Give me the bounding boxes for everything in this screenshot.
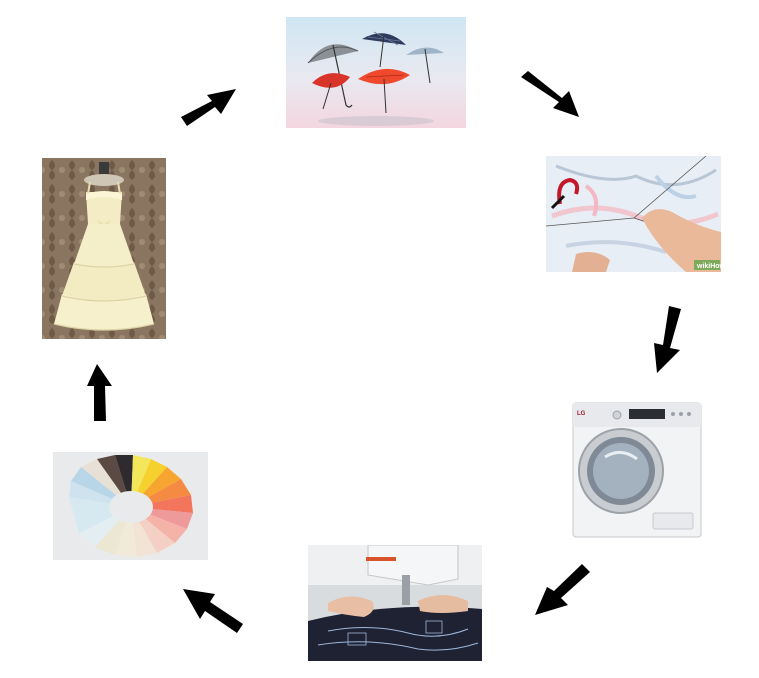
arrow-2-to-3 — [654, 306, 681, 373]
step-fabric-swatches-image — [53, 452, 208, 560]
step-umbrella-canopy-image: wikiHow — [546, 156, 721, 272]
arrow-4-to-5 — [183, 589, 243, 633]
step-dress-image — [42, 158, 166, 339]
arrow-1-to-2 — [521, 71, 579, 117]
arrow-3-to-4 — [535, 564, 590, 615]
step-umbrellas-image — [286, 17, 466, 128]
lg-logo: LG — [577, 411, 586, 417]
wikihow-watermark: wikiHow — [696, 263, 721, 270]
arrow-6-to-1 — [181, 89, 236, 126]
arrow-5-to-6 — [87, 364, 112, 421]
step-sewing-image — [308, 545, 482, 661]
step-washing-machine-image: LG — [569, 401, 705, 541]
